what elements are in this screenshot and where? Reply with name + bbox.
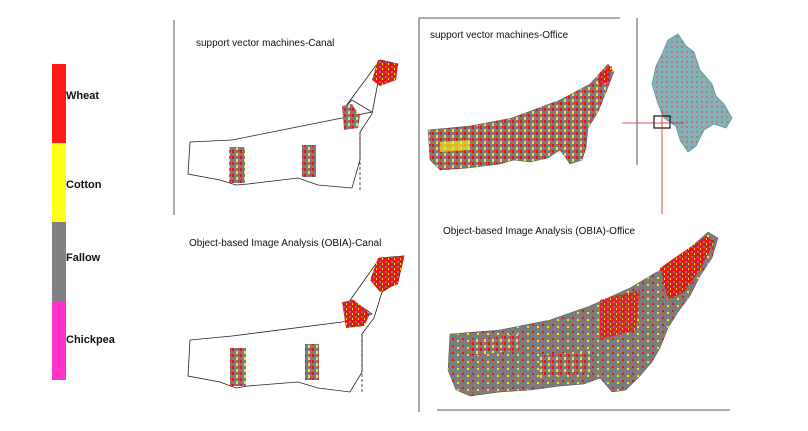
legend-label-fallow: Fallow	[66, 252, 101, 264]
title-obia-office: Object-based Image Analysis (OBIA)-Offic…	[443, 226, 636, 237]
obia-canal-strip-2	[305, 344, 319, 380]
svm-office-map	[427, 63, 615, 171]
svm-office-fields	[427, 63, 615, 171]
svm-canal-strip-3	[342, 104, 360, 130]
inset-region	[651, 33, 733, 153]
svm-canal-strip-4	[372, 60, 398, 86]
legend-swatch-fallow	[52, 222, 66, 301]
legend-swatch-wheat	[52, 64, 66, 143]
svm-canal-strip-2	[302, 145, 316, 177]
inset-locator-map	[622, 33, 733, 214]
svm-canal-outline	[187, 59, 399, 189]
title-svm-canal: support vector machines-Canal	[196, 38, 335, 49]
obia-canal-strip-4	[370, 256, 404, 292]
legend: Wheat Cotton Fallow Chickpea	[52, 64, 115, 380]
title-obia-canal: Object-based Image Analysis (OBIA)-Canal	[189, 238, 382, 249]
legend-swatch-cotton	[52, 143, 66, 222]
obia-canal-strip-3	[342, 300, 370, 328]
legend-label-cotton: Cotton	[66, 179, 102, 191]
panel-frames	[173, 17, 730, 412]
legend-swatch-chickpea	[52, 301, 66, 380]
svm-canal-map	[187, 59, 399, 190]
obia-office-fields	[447, 231, 719, 397]
svm-canal-strip-1	[229, 147, 245, 183]
legend-label-chickpea: Chickpea	[66, 334, 115, 346]
legend-label-wheat: Wheat	[66, 90, 99, 102]
obia-canal-map	[187, 255, 405, 393]
title-svm-office: support vector machines-Office	[430, 30, 569, 41]
obia-canal-strip-1	[230, 348, 246, 386]
obia-office-map	[447, 231, 719, 397]
